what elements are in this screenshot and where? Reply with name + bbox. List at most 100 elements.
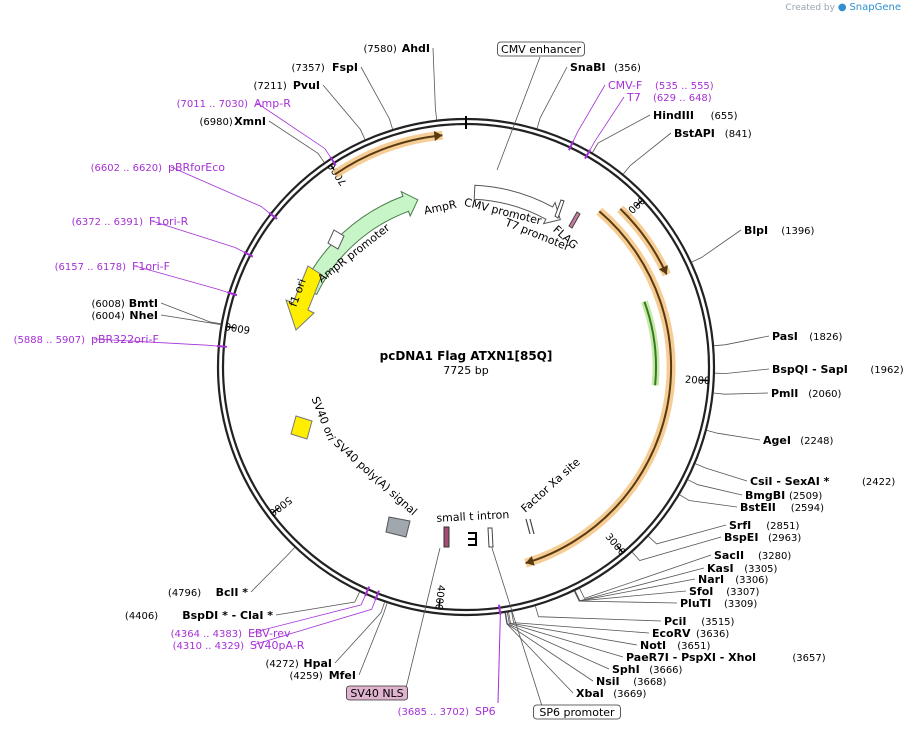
primer-name: SP6 bbox=[475, 705, 496, 718]
f1-ori-arrow bbox=[285, 265, 323, 331]
site-label: FspI(7357) bbox=[292, 61, 358, 74]
site-label: NsiI(3668) bbox=[596, 675, 667, 688]
site-leader-line bbox=[508, 612, 638, 646]
primer-label: EBV-rev(4364 .. 4383) bbox=[171, 627, 291, 640]
feature-label: Factor Xa site bbox=[519, 455, 583, 515]
site-name: AhdI bbox=[402, 42, 430, 55]
site-position: (356) bbox=[614, 63, 641, 74]
primer-mark bbox=[374, 590, 380, 601]
site-position: (3668) bbox=[633, 677, 666, 688]
credit-brand: SnapGene bbox=[849, 2, 901, 13]
site-leader-line bbox=[504, 612, 574, 694]
feature-label: SV40 poly(A) signal bbox=[331, 437, 420, 519]
ampr-arrow bbox=[301, 190, 419, 296]
tick-mark bbox=[227, 325, 236, 329]
site-leader-line bbox=[713, 392, 769, 395]
primer-name: F1ori-R bbox=[149, 215, 189, 228]
primer-leader-line bbox=[256, 102, 332, 159]
primer-label: pBR322ori-F(5888 .. 5907) bbox=[14, 333, 159, 346]
tick-label: 6000 bbox=[224, 320, 251, 335]
boxed-label-text: CMV enhancer bbox=[501, 43, 581, 56]
site-label: SacII(3280) bbox=[714, 549, 791, 562]
site-label: NheI (6004) bbox=[92, 309, 158, 322]
sv40-ori-glyph bbox=[290, 415, 313, 440]
primer-mark bbox=[584, 149, 591, 160]
primer-label: SV40pA-R(4310 .. 4329) bbox=[173, 639, 305, 652]
site-label: EcoRV(3636) bbox=[652, 627, 729, 640]
site-name: BmtI bbox=[129, 297, 158, 310]
site-position: (2422) bbox=[862, 477, 895, 488]
site-name: XmnI bbox=[234, 115, 266, 128]
site-name: FspI bbox=[332, 61, 358, 74]
primer-leader-line bbox=[170, 166, 271, 214]
site-position: (3306) bbox=[735, 575, 768, 586]
site-label: XbaI (3669) bbox=[576, 687, 647, 700]
site-label: PvuI(7211) bbox=[254, 79, 320, 92]
tick-mark bbox=[438, 599, 441, 608]
primer-label: SP6(3685 .. 3702) bbox=[398, 705, 496, 718]
site-leader-line bbox=[160, 314, 221, 325]
primer-mark bbox=[364, 586, 371, 597]
primer-leader-line bbox=[497, 614, 501, 704]
site-label: AgeI(2248) bbox=[763, 434, 834, 447]
sv40-nls-leader bbox=[405, 547, 441, 689]
site-label: BstEII(2594) bbox=[740, 501, 824, 514]
site-name: CsiI - SexAI * bbox=[750, 475, 830, 488]
primer-range: (535 .. 555) bbox=[655, 81, 714, 92]
site-position: (2509) bbox=[789, 491, 822, 502]
site-leader-line bbox=[535, 605, 662, 622]
site-leader-line bbox=[679, 494, 738, 508]
site-leader-line bbox=[622, 132, 672, 175]
boxed-label: SP6 promoter bbox=[533, 704, 621, 720]
site-label: PasI (1826) bbox=[772, 330, 843, 343]
site-name: BspQI - SapI bbox=[772, 363, 848, 376]
site-name: MfeI bbox=[329, 669, 356, 682]
orf-arc-flag-region-arrowhead bbox=[658, 265, 668, 275]
site-leader-line bbox=[334, 602, 385, 664]
primer-label: Amp-R(7011 .. 7030) bbox=[177, 97, 292, 110]
primer-range: (629 .. 648) bbox=[653, 93, 712, 104]
site-label: BmgBI(2509) bbox=[745, 489, 822, 502]
site-position: (1826) bbox=[809, 332, 842, 343]
primer-name: EBV-rev bbox=[248, 627, 291, 640]
primer-name: CMV-F bbox=[608, 79, 642, 92]
sp6-glyph bbox=[487, 527, 494, 548]
site-leader-line bbox=[507, 612, 624, 658]
site-name: NheI bbox=[129, 309, 158, 322]
site-name: HindIII bbox=[653, 109, 694, 122]
site-leader-line bbox=[691, 229, 742, 263]
site-name: PvuI bbox=[293, 79, 320, 92]
site-name: SphI bbox=[612, 663, 640, 676]
site-position: (1962) bbox=[870, 365, 903, 376]
site-label: CsiI - SexAI * (2422) bbox=[750, 475, 895, 488]
site-name: XbaI bbox=[576, 687, 604, 700]
primer-label: F1ori-R(6372 .. 6391) bbox=[72, 215, 189, 228]
site-leader-line bbox=[322, 84, 366, 140]
site-leader-line bbox=[268, 120, 325, 163]
site-name: BclI * bbox=[216, 586, 249, 599]
cmv-enhancer-leader bbox=[496, 56, 541, 171]
tick-label: 4000 bbox=[432, 584, 446, 611]
plasmid-length: 7725 bp bbox=[443, 364, 488, 377]
site-position: (3669) bbox=[613, 689, 646, 700]
flag-glyph bbox=[568, 211, 581, 229]
site-name: KasI bbox=[707, 562, 734, 575]
primer-name: SV40pA-R bbox=[250, 639, 305, 652]
site-name: PasI bbox=[772, 330, 798, 343]
site-position: (6004) bbox=[92, 311, 125, 322]
site-position: (3307) bbox=[726, 587, 759, 598]
orf-arc-atxn1-halo bbox=[524, 207, 676, 568]
feature-label: SV40 ori bbox=[309, 395, 338, 443]
site-position: (2060) bbox=[808, 389, 841, 400]
green-arc bbox=[643, 301, 657, 386]
site-position: (3666) bbox=[649, 665, 682, 676]
site-label: PaeR7I - PspXI - XhoI(3657) bbox=[626, 651, 826, 664]
boxed-label-text: SV40 NLS bbox=[350, 687, 403, 700]
primer-leader-line bbox=[151, 220, 246, 253]
feature-label: AmpR bbox=[423, 198, 458, 218]
tick-mark bbox=[272, 507, 280, 514]
site-label: BspQI - SapI (1962) bbox=[772, 363, 904, 376]
boxed-label-text: SP6 promoter bbox=[539, 706, 615, 719]
primer-range: (7011 .. 7030) bbox=[177, 99, 249, 110]
